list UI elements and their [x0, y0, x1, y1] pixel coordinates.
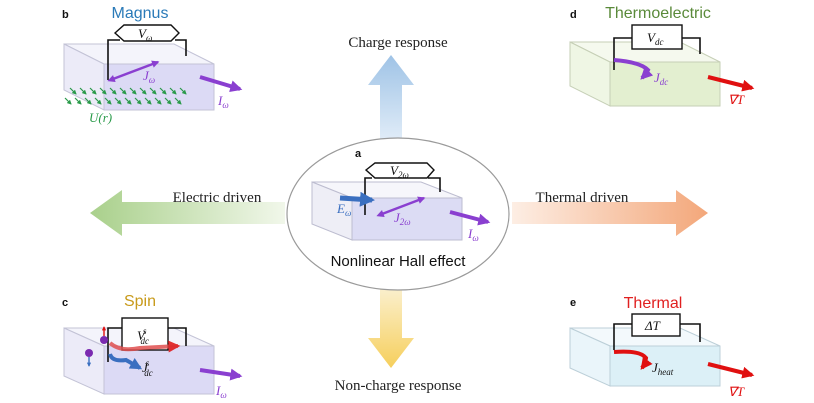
panel-b-voltmeter — [113, 24, 180, 42]
panel-c-letter: c — [62, 297, 68, 309]
panel-a-current-label: J2ω — [394, 210, 411, 227]
panel-a-voltage-label: V2ω — [390, 163, 409, 180]
panel-d-thermoelectric: d Thermoelectric Vdc Jdc ∇T — [569, 5, 755, 107]
panel-e-letter: e — [570, 297, 576, 309]
panel-e-voltage-label: ΔT — [644, 318, 661, 333]
panel-e-title: Thermal — [624, 295, 683, 312]
electric-driven-label: Electric driven — [173, 190, 262, 206]
panel-b-drive-label: Iω — [217, 93, 229, 110]
arrow-up-charge-response: Charge response — [348, 35, 448, 150]
panel-c-title: Spin — [124, 293, 156, 310]
panel-c-drive-label: Iω — [215, 383, 227, 400]
panel-c-spin-particles — [85, 326, 108, 367]
panel-a-field-label: Eω — [336, 201, 351, 218]
panel-b-magnus: b Magnus Vω Jω Iω — [62, 5, 243, 125]
panel-d-current-label: Jdc — [654, 70, 668, 87]
panel-b-letter: b — [62, 9, 69, 21]
panel-b-potential-arrows — [64, 87, 187, 105]
thermal-driven-label: Thermal driven — [536, 190, 629, 206]
panel-e-thermometer — [631, 313, 681, 337]
panel-e-current-label: Jheat — [652, 360, 674, 377]
panel-c-voltmeter — [121, 317, 169, 351]
panel-d-gradient-label: ∇T — [728, 92, 745, 107]
panel-a-drive-label: Iω — [467, 226, 479, 243]
panel-d-voltmeter — [631, 24, 683, 50]
panel-d-letter: d — [570, 9, 577, 21]
non-charge-response-label: Non-charge response — [335, 378, 462, 394]
panel-e-gradient-label: ∇T — [728, 384, 745, 399]
panel-b-voltage-label: Vω — [138, 26, 152, 43]
arrow-down-non-charge-response: Non-charge response — [335, 282, 462, 394]
panel-a-voltmeter — [364, 162, 435, 179]
arrow-right-thermal-driven: Thermal driven — [512, 190, 708, 236]
panel-b-title: Magnus — [112, 5, 169, 22]
panel-a-letter: a — [355, 148, 362, 160]
panel-e-thermal: e Thermal ΔT Jheat ∇T — [569, 295, 755, 399]
arrow-left-electric-driven: Electric driven — [90, 190, 285, 236]
panel-b-current-label: Jω — [143, 68, 155, 85]
charge-response-label: Charge response — [348, 35, 448, 51]
panel-b-potential-label: U(r) — [89, 110, 112, 125]
panel-d-voltage-label: Vdc — [647, 30, 663, 47]
panel-a-nonlinear-hall: a V2ω Eω J2ω Iω Nonlinear Hall effect — [286, 137, 510, 291]
panel-d-title: Thermoelectric — [605, 5, 711, 22]
panel-a-caption: Nonlinear Hall effect — [331, 253, 467, 270]
